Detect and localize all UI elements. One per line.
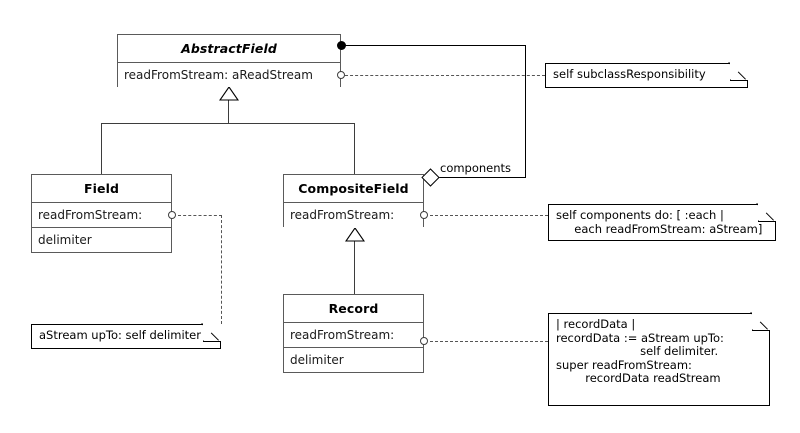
class-feature-field-1: delimiter: [32, 227, 171, 252]
generalization-stem-abstractfield: [228, 100, 229, 123]
composition-line-top: [341, 45, 526, 46]
note-link-abstractfield: [345, 75, 545, 76]
note-fold-corner-icon: [752, 312, 770, 331]
note-abstract-field[interactable]: self subclassResponsibility: [545, 62, 748, 88]
aggregation-diamond-icon: [421, 168, 440, 187]
composition-line-right: [525, 45, 526, 177]
note-link-field-horizontal: [178, 215, 222, 216]
note-composite-field[interactable]: self components do: [ :each | each readF…: [548, 203, 776, 241]
class-name-abstract-field: AbstractField: [118, 35, 340, 62]
note-anchor-field: [168, 211, 176, 219]
note-fold-corner-icon: [203, 323, 221, 342]
note-link-compositefield: [430, 215, 548, 216]
note-anchor-compositefield: [420, 211, 428, 219]
class-name-record: Record: [284, 295, 423, 322]
generalization-stem-record: [354, 241, 355, 294]
class-box-abstract-field[interactable]: AbstractField readFromStream: aReadStrea…: [117, 34, 341, 87]
class-box-record[interactable]: Record readFromStream: delimiter: [283, 294, 424, 373]
association-end-label-components: components: [440, 161, 512, 175]
class-box-composite-field[interactable]: CompositeField readFromStream:: [283, 174, 424, 227]
generalization-bar-abstractfield: [101, 123, 355, 124]
generalization-drop-compositefield: [354, 123, 355, 174]
note-record[interactable]: | recordData | recordData := aStream upT…: [548, 312, 770, 406]
class-feature-abstract-field-0: readFromStream: aReadStream: [118, 62, 340, 87]
class-feature-composite-field-0: readFromStream:: [284, 202, 423, 227]
note-field[interactable]: aStream upTo: self delimiter: [31, 323, 221, 349]
note-anchor-abstractfield: [337, 71, 345, 79]
class-name-composite-field: CompositeField: [284, 175, 423, 202]
class-box-field[interactable]: Field readFromStream: delimiter: [31, 174, 172, 253]
class-feature-record-0: readFromStream:: [284, 322, 423, 347]
note-fold-corner-icon: [758, 203, 776, 222]
note-link-field-vertical: [221, 215, 222, 324]
composition-line-bottom: [431, 177, 526, 178]
composition-filled-diamond-anchor: [337, 41, 346, 50]
note-fold-corner-icon: [730, 62, 748, 81]
class-feature-field-0: readFromStream:: [32, 202, 171, 227]
note-text-composite-field: self components do: [ :each | each readF…: [556, 208, 763, 236]
note-link-record: [430, 341, 548, 342]
note-text-record: | recordData | recordData := aStream upT…: [556, 317, 724, 385]
note-text-abstract-field: self subclassResponsibility: [553, 67, 706, 81]
class-feature-record-1: delimiter: [284, 347, 423, 372]
note-anchor-record: [420, 337, 428, 345]
note-text-field: aStream upTo: self delimiter: [39, 328, 201, 342]
generalization-drop-field: [101, 123, 102, 174]
class-name-field: Field: [32, 175, 171, 202]
